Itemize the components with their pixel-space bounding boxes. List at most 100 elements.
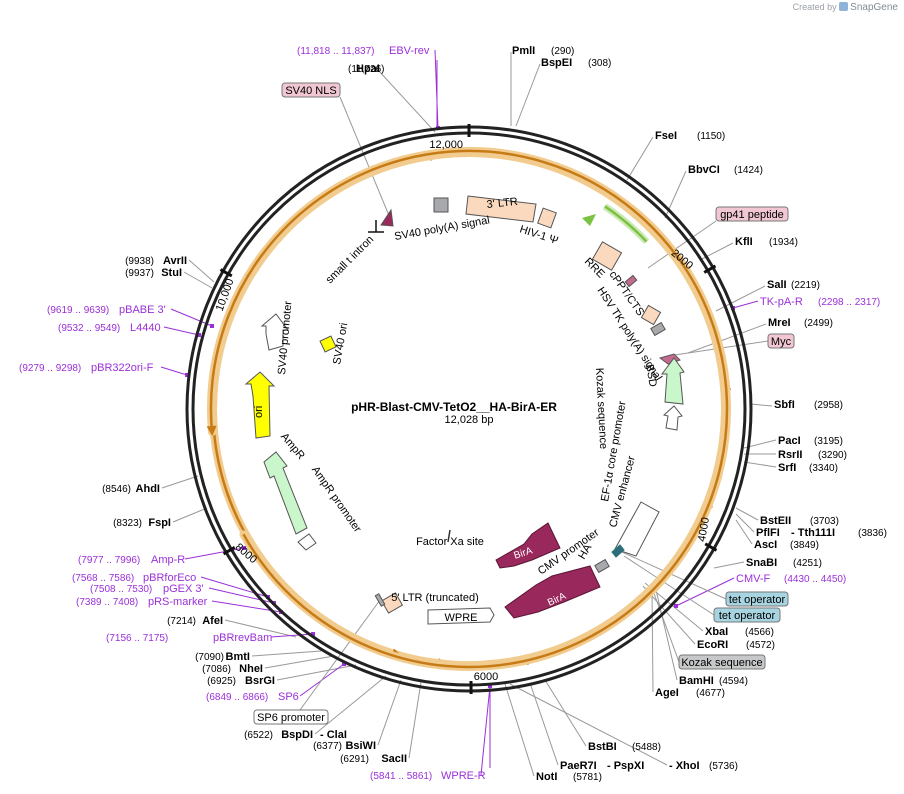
enzyme-name: FspI xyxy=(148,517,171,529)
boxed-label-bg xyxy=(678,654,766,670)
bira-arrow-2 xyxy=(504,565,601,619)
enzyme-name: AvrII xyxy=(163,255,187,267)
enzyme-position: (1424) xyxy=(734,165,763,176)
enzyme-leader-line xyxy=(509,683,668,766)
ampr-arrow xyxy=(263,451,308,535)
enzyme-leader-line xyxy=(183,271,213,289)
cppt-pink-marker xyxy=(624,274,638,288)
wpre-block xyxy=(427,607,495,625)
enzyme-name: BsiWI xyxy=(345,740,376,752)
primer-name: EBV-rev xyxy=(389,45,430,57)
enzyme-position: (290) xyxy=(551,46,574,57)
primer-name: Amp-R xyxy=(151,554,185,566)
plasmid-size: 12,028 bp xyxy=(445,414,494,426)
enzyme-leader-line xyxy=(713,561,745,569)
enzyme-name: EcoRI xyxy=(697,639,728,651)
tet-operator-marker xyxy=(611,544,625,558)
enzyme-position: (3703) xyxy=(810,516,839,527)
enzyme-name: - XhoI xyxy=(669,760,700,772)
enzyme-leader-line xyxy=(749,403,773,407)
boxed-label-bg xyxy=(713,607,781,623)
ori-arrow xyxy=(244,371,276,439)
primer-name: pBR322ori-F xyxy=(91,362,154,374)
enzyme-name: FseI xyxy=(655,130,677,142)
enzyme-name: NheI xyxy=(239,663,263,675)
boxed-label: Kozak sequence xyxy=(681,657,762,669)
enzyme-leader-line xyxy=(377,69,436,133)
scale-tick xyxy=(219,268,233,278)
enzyme-name: BbvCI xyxy=(688,164,720,176)
feature-label: Factor Xa site xyxy=(416,536,484,548)
enzyme-name: AfeI xyxy=(202,615,223,627)
boxed-label: tet operator xyxy=(729,594,786,606)
boxed-label: gp41 peptide xyxy=(720,209,784,221)
primer-site-mark xyxy=(242,546,246,550)
enzyme-position: (4566) xyxy=(745,627,774,638)
primer-site-mark xyxy=(342,662,346,666)
boxed-label-leader xyxy=(621,551,727,600)
enzyme-position: (6377) xyxy=(313,741,342,752)
feature-label: Kozak sequence xyxy=(593,368,609,450)
cppt-block xyxy=(640,304,662,326)
small-t-intron-marker xyxy=(380,208,394,227)
enzyme-position: (8323) xyxy=(113,518,142,529)
enzyme-name: RsrII xyxy=(778,449,802,461)
factor-xa-tick xyxy=(447,529,451,543)
enzyme-position: (5781) xyxy=(573,772,602,783)
primer-site-mark xyxy=(197,333,201,337)
enzyme-position: (4572) xyxy=(746,640,775,651)
enzyme-position: (3340) xyxy=(809,463,838,474)
bsd-arrow xyxy=(661,357,685,405)
primer-range: (4430 .. 4450) xyxy=(784,574,846,585)
boxed-label-bg xyxy=(281,82,341,98)
sv40-polya-block xyxy=(433,197,449,213)
feature-label: small t intron xyxy=(324,234,377,287)
green-arc xyxy=(604,205,648,243)
enzyme-leader-line xyxy=(651,591,654,693)
boxed-label: tet operator xyxy=(719,610,776,622)
feature-label: SV40 promoter xyxy=(276,300,294,375)
green-arc-head xyxy=(582,214,596,226)
primer-range: (6849 .. 6866) xyxy=(206,692,268,703)
primer-range: (11,818 .. 11,837) xyxy=(297,46,374,57)
enzyme-name: KflI xyxy=(735,236,753,248)
enzyme-position: (3195) xyxy=(814,436,843,447)
primer-range: (2298 .. 2317) xyxy=(818,297,880,308)
primer-site-mark xyxy=(488,684,492,688)
enzyme-name: NotI xyxy=(536,771,557,783)
primer-name: pRS-marker xyxy=(148,596,208,608)
enzyme-name: AhdI xyxy=(136,483,160,495)
enzyme-name: StuI xyxy=(161,267,182,279)
plasmid-name: pHR-Blast-CMV-TetO2__HA-BirA-ER xyxy=(351,400,557,414)
enzyme-leader-line xyxy=(626,136,654,181)
enzyme-leader-line xyxy=(251,650,322,657)
sv40-promoter-arrow xyxy=(260,313,289,351)
enzyme-name: BsrGI xyxy=(245,675,275,687)
primer-range: (7568 .. 7586) xyxy=(72,573,134,584)
primer-range: (7389 .. 7408) xyxy=(76,597,138,608)
boxed-label-bg xyxy=(767,333,795,349)
boxed-label-leader xyxy=(623,555,715,616)
enzyme-name: BstBI xyxy=(588,741,617,753)
primer-site-mark xyxy=(210,324,214,328)
primer-range: (7156 .. 7175) xyxy=(106,633,168,644)
kozak-arrow xyxy=(662,405,683,431)
enzyme-leader-line xyxy=(529,682,559,766)
scale-tick-label: 6000 xyxy=(474,671,498,683)
enzyme-leader-line xyxy=(264,655,335,669)
credit-brand: SnapGene xyxy=(850,2,898,13)
enzyme-name: BspEI xyxy=(541,57,572,69)
feature-label: AmpR promoter xyxy=(309,464,364,535)
enzyme-leader-line xyxy=(655,589,678,681)
enzyme-name: SacII xyxy=(381,753,407,765)
boxed-label-leader xyxy=(339,96,391,219)
primer-site-mark xyxy=(311,632,315,636)
primer-range: (7977 .. 7996) xyxy=(78,555,140,566)
enzyme-position: (4594) xyxy=(719,676,748,687)
enzyme-position: (6291) xyxy=(340,754,369,765)
scale-tick xyxy=(704,542,718,552)
enzyme-position: (5736) xyxy=(709,761,738,772)
credit-prefix: Created by xyxy=(792,2,837,12)
enzyme-name: SrfI xyxy=(778,462,796,474)
